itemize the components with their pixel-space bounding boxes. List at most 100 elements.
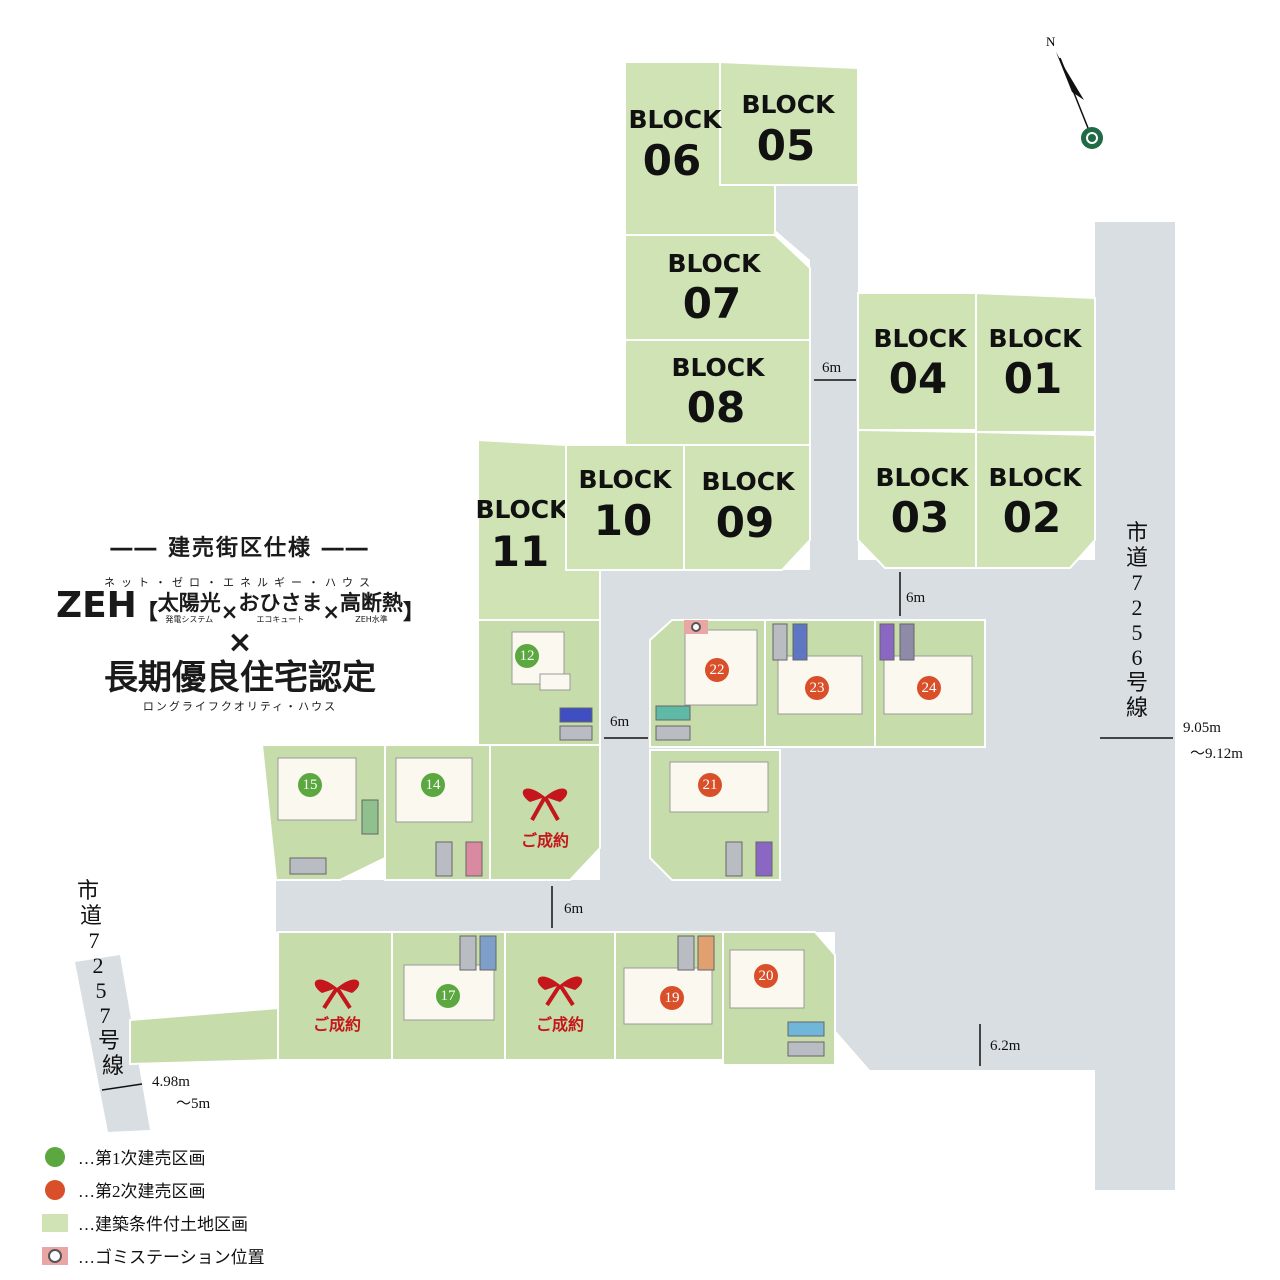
svg-text:線: 線	[102, 1053, 124, 1078]
svg-text:7: 7	[89, 928, 100, 953]
block-02[interactable]: BLOCK 02	[975, 430, 1096, 569]
lot-21[interactable]: 21	[649, 749, 781, 881]
svg-text:市: 市	[77, 878, 99, 903]
block-04[interactable]: BLOCK 04	[857, 292, 977, 431]
svg-text:6.2m: 6.2m	[990, 1038, 1021, 1054]
green-square-icon	[42, 1213, 68, 1232]
svg-text:4.98m: 4.98m	[152, 1074, 190, 1090]
svg-text:6m: 6m	[822, 360, 842, 376]
svg-text:BLOCK: BLOCK	[875, 463, 970, 492]
svg-text:02: 02	[1003, 493, 1061, 542]
lot-18-sold[interactable]: ご成約	[129, 931, 393, 1066]
svg-text:BLOCK: BLOCK	[671, 353, 766, 382]
zeh-label: ZEH	[55, 585, 137, 626]
svg-text:2: 2	[93, 953, 104, 978]
svg-text:7: 7	[1132, 570, 1143, 595]
ribbon-icon	[522, 788, 568, 821]
svg-text:BLOCK: BLOCK	[873, 324, 968, 353]
legend-land: …建築条件付土地区画	[42, 1206, 265, 1239]
svg-text:BLOCK: BLOCK	[667, 249, 762, 278]
svg-text:23: 23	[810, 680, 825, 696]
svg-text:市: 市	[1126, 520, 1148, 545]
svg-text:BLOCK: BLOCK	[701, 467, 796, 496]
svg-text:～5m: ～5m	[176, 1096, 211, 1112]
svg-text:11: 11	[491, 527, 549, 576]
svg-text:07: 07	[683, 279, 741, 328]
block-05[interactable]: BLOCK 05	[719, 60, 859, 186]
svg-text:7: 7	[100, 1003, 111, 1028]
lot-17[interactable]: 17	[391, 931, 506, 1061]
svg-text:24: 24	[922, 680, 938, 696]
times-large: ×	[227, 625, 253, 660]
svg-text:6m: 6m	[564, 901, 584, 917]
svg-text:22: 22	[710, 662, 725, 678]
cert-ruby: ロングライフクオリティ・ハウス	[142, 700, 338, 713]
times-1: ×	[220, 600, 239, 624]
svg-text:～9.12m: ～9.12m	[1190, 746, 1243, 762]
road-name-7257: 市 道 7 2 5 7 号 線	[77, 878, 124, 1078]
svg-text:10: 10	[594, 496, 652, 545]
legend: …第1次建売区画 …第2次建売区画 …建築条件付土地区画 …ゴミステーション位置	[42, 1140, 265, 1272]
svg-text:09: 09	[716, 498, 774, 547]
green-dot-icon	[45, 1146, 65, 1167]
svg-text:01: 01	[1004, 354, 1062, 403]
lot-13-sold[interactable]: ご成約	[489, 744, 601, 881]
block-01[interactable]: BLOCK 01	[975, 291, 1096, 433]
svg-text:6: 6	[1132, 645, 1143, 670]
svg-text:5: 5	[1132, 620, 1143, 645]
svg-text:08: 08	[687, 383, 745, 432]
cert-title: 長期優良住宅認定	[104, 658, 376, 698]
lot-20[interactable]: 20	[722, 931, 836, 1066]
svg-text:04: 04	[889, 354, 947, 403]
svg-text:15: 15	[303, 777, 318, 793]
lot-16-sold[interactable]: ご成約	[504, 931, 616, 1061]
lot-15[interactable]: 15	[260, 744, 386, 881]
svg-text:03: 03	[891, 493, 949, 542]
svg-text:6m: 6m	[610, 714, 630, 730]
lot-19[interactable]: 19	[614, 931, 724, 1061]
compass-icon: N	[1046, 34, 1103, 149]
block-09[interactable]: BLOCK 09	[683, 444, 811, 571]
lot-22[interactable]: 22	[649, 619, 766, 748]
block-10[interactable]: BLOCK 10	[565, 444, 685, 571]
svg-text:20: 20	[759, 968, 774, 984]
svg-text:06: 06	[643, 136, 701, 185]
garbage-station-icon	[42, 1246, 68, 1265]
svg-text:12: 12	[520, 648, 535, 664]
city-road-7257	[75, 955, 150, 1132]
svg-text:5: 5	[96, 978, 107, 1003]
lot-12[interactable]: 12	[477, 619, 601, 748]
svg-text:19: 19	[665, 990, 680, 1006]
block-03[interactable]: BLOCK 03	[857, 428, 977, 569]
times-2: ×	[322, 600, 341, 624]
legend-garbage: …ゴミステーション位置	[42, 1239, 265, 1272]
svg-text:21: 21	[703, 777, 718, 793]
block-07[interactable]: BLOCK 07	[624, 234, 811, 341]
svg-text:05: 05	[757, 121, 815, 170]
bracket-close: 】	[403, 600, 425, 624]
block-06[interactable]: BLOCK 06	[624, 61, 776, 236]
lot-24[interactable]: 24	[874, 619, 986, 748]
svg-text:BLOCK: BLOCK	[475, 495, 570, 524]
svg-text:17: 17	[441, 988, 457, 1004]
legend-phase2: …第2次建売区画	[42, 1173, 265, 1206]
block-08[interactable]: BLOCK 08	[624, 339, 811, 446]
svg-text:ご成約: ご成約	[536, 1015, 584, 1034]
lot-14[interactable]: 14	[384, 744, 491, 881]
bracket-open: 【	[136, 600, 158, 624]
zeh-ruby: ネット・ゼロ・エネルギー・ハウス	[104, 576, 376, 589]
svg-text:線: 線	[1126, 695, 1148, 720]
dimension-markers	[101, 379, 1173, 1091]
svg-text:BLOCK: BLOCK	[578, 465, 673, 494]
lot-23[interactable]: 23	[764, 619, 876, 748]
svg-text:2: 2	[1132, 595, 1143, 620]
spec-panel: ―― 建売街区仕様 ―― ネット・ゼロ・エネルギー・ハウス ZEH 【 太陽光発…	[20, 530, 460, 714]
svg-text:BLOCK: BLOCK	[628, 105, 723, 134]
city-road-7256	[1095, 222, 1175, 1190]
svg-text:BLOCK: BLOCK	[988, 463, 1083, 492]
svg-text:号: 号	[1126, 670, 1148, 695]
